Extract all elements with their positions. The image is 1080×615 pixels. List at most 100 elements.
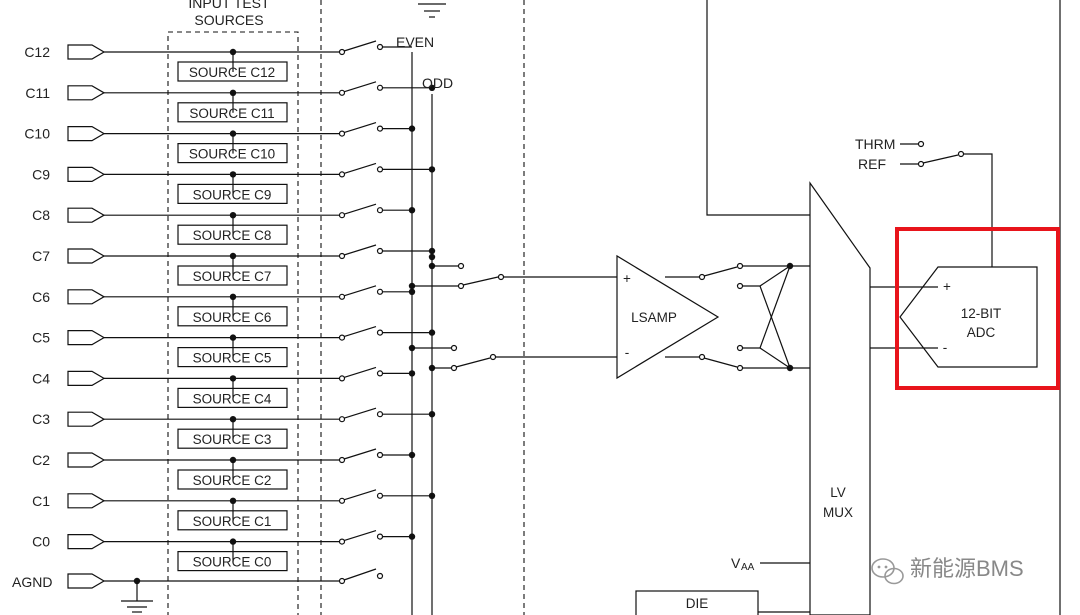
pin-label: C11 [25, 85, 50, 101]
pin-label: C10 [24, 126, 50, 142]
pin-label: C12 [24, 44, 50, 60]
pin-label: C5 [32, 330, 50, 346]
agnd-row: AGND [12, 568, 384, 613]
test-source-label: SOURCE C9 [193, 187, 272, 202]
test-source-box [177, 61, 288, 82]
test-source-box [177, 265, 288, 286]
test-source-label: SOURCE C4 [193, 391, 272, 406]
test-source-box [177, 428, 288, 449]
test-source-label: SOURCE C10 [189, 147, 275, 162]
even-label: EVEN [396, 34, 434, 50]
test-source-box [177, 183, 288, 204]
test-source-box [177, 469, 288, 490]
test-source-label: SOURCE C0 [193, 555, 272, 570]
test-source-label: SOURCE C7 [193, 269, 272, 284]
lv-mux: LV MUX [809, 181, 871, 615]
pin-label: C4 [32, 370, 50, 386]
test-source-label: SOURCE C5 [193, 351, 272, 366]
test-source-label: SOURCE C11 [189, 106, 274, 121]
thrm-ref-selector: THRM REF [855, 136, 993, 267]
pin-connector [67, 125, 106, 142]
pin-label: C1 [32, 493, 50, 509]
pin-connector [67, 533, 106, 550]
adc-label-2: ADC [967, 325, 996, 340]
pin-connector [67, 493, 106, 509]
pin-label: C0 [32, 534, 50, 550]
pin-connector [67, 370, 106, 386]
pin-connector [67, 330, 106, 346]
test-source-box [177, 510, 288, 531]
test-source-box [177, 102, 288, 123]
lv-mux-label-1: LV [830, 485, 846, 500]
watermark-text: 新能源BMS [910, 556, 1024, 581]
lsamp-plus: + [623, 271, 631, 286]
chopper-switches [665, 262, 810, 372]
adc-label-1: 12-BIT [961, 306, 1002, 321]
agnd-pin [67, 573, 106, 589]
lsamp-amplifier: LSAMP + - [616, 254, 720, 380]
test-source-label: SOURCE C8 [193, 228, 272, 243]
adc-highlight-box [895, 227, 1060, 390]
vaa-subscript: AA [741, 562, 755, 573]
pin-connector [67, 289, 106, 305]
lsamp-label: LSAMP [631, 310, 677, 325]
adc-minus: - [943, 340, 948, 355]
lsamp-minus: - [625, 345, 630, 360]
input-test-sources-title-1: INPUT TEST [188, 0, 270, 11]
pin-connector [67, 248, 106, 264]
pin-connector [67, 166, 106, 182]
test-source-box [177, 143, 288, 164]
pin-label: C8 [32, 207, 50, 223]
pin-label: C6 [32, 289, 50, 305]
thrm-label: THRM [855, 136, 895, 152]
input-test-sources-box [167, 31, 299, 615]
adc-plus: + [943, 279, 951, 294]
test-source-label: SOURCE C1 [193, 514, 272, 529]
vaa-input: V AA [731, 555, 810, 573]
test-source-label: SOURCE C12 [189, 65, 275, 80]
test-source-box [177, 306, 288, 327]
input-test-sources-title-2: SOURCES [194, 12, 263, 28]
ground-symbol-top [418, 3, 446, 18]
agnd-label: AGND [12, 574, 52, 590]
bus-selector-switches [408, 253, 617, 372]
test-source-label: SOURCE C2 [193, 473, 272, 488]
pin-label: C7 [32, 248, 50, 264]
test-source-label: SOURCE C3 [193, 432, 272, 447]
pin-connector [67, 411, 106, 427]
adc-12bit: 12-BIT ADC + - [899, 266, 1038, 368]
test-source-label: SOURCE C6 [193, 310, 272, 325]
pin-label: C3 [32, 411, 50, 427]
test-source-box [177, 347, 288, 368]
frame-wire-left [706, 0, 810, 216]
die-label: DIE [686, 596, 709, 611]
vaa-label: V [731, 555, 741, 571]
lv-mux-label-2: MUX [823, 505, 853, 520]
pin-connector [67, 207, 106, 223]
pin-connector [67, 85, 106, 101]
test-source-box [177, 550, 288, 572]
pin-label: C9 [32, 166, 50, 182]
pin-label: C2 [32, 452, 50, 468]
wechat-icon [871, 558, 904, 585]
pin-connector [67, 452, 106, 468]
test-source-box [177, 224, 288, 245]
watermark: 新能源BMS [871, 556, 1024, 585]
die-block: DIE [635, 590, 810, 615]
pin-connector [67, 44, 106, 60]
ref-label: REF [858, 156, 886, 172]
odd-label: ODD [422, 75, 453, 91]
